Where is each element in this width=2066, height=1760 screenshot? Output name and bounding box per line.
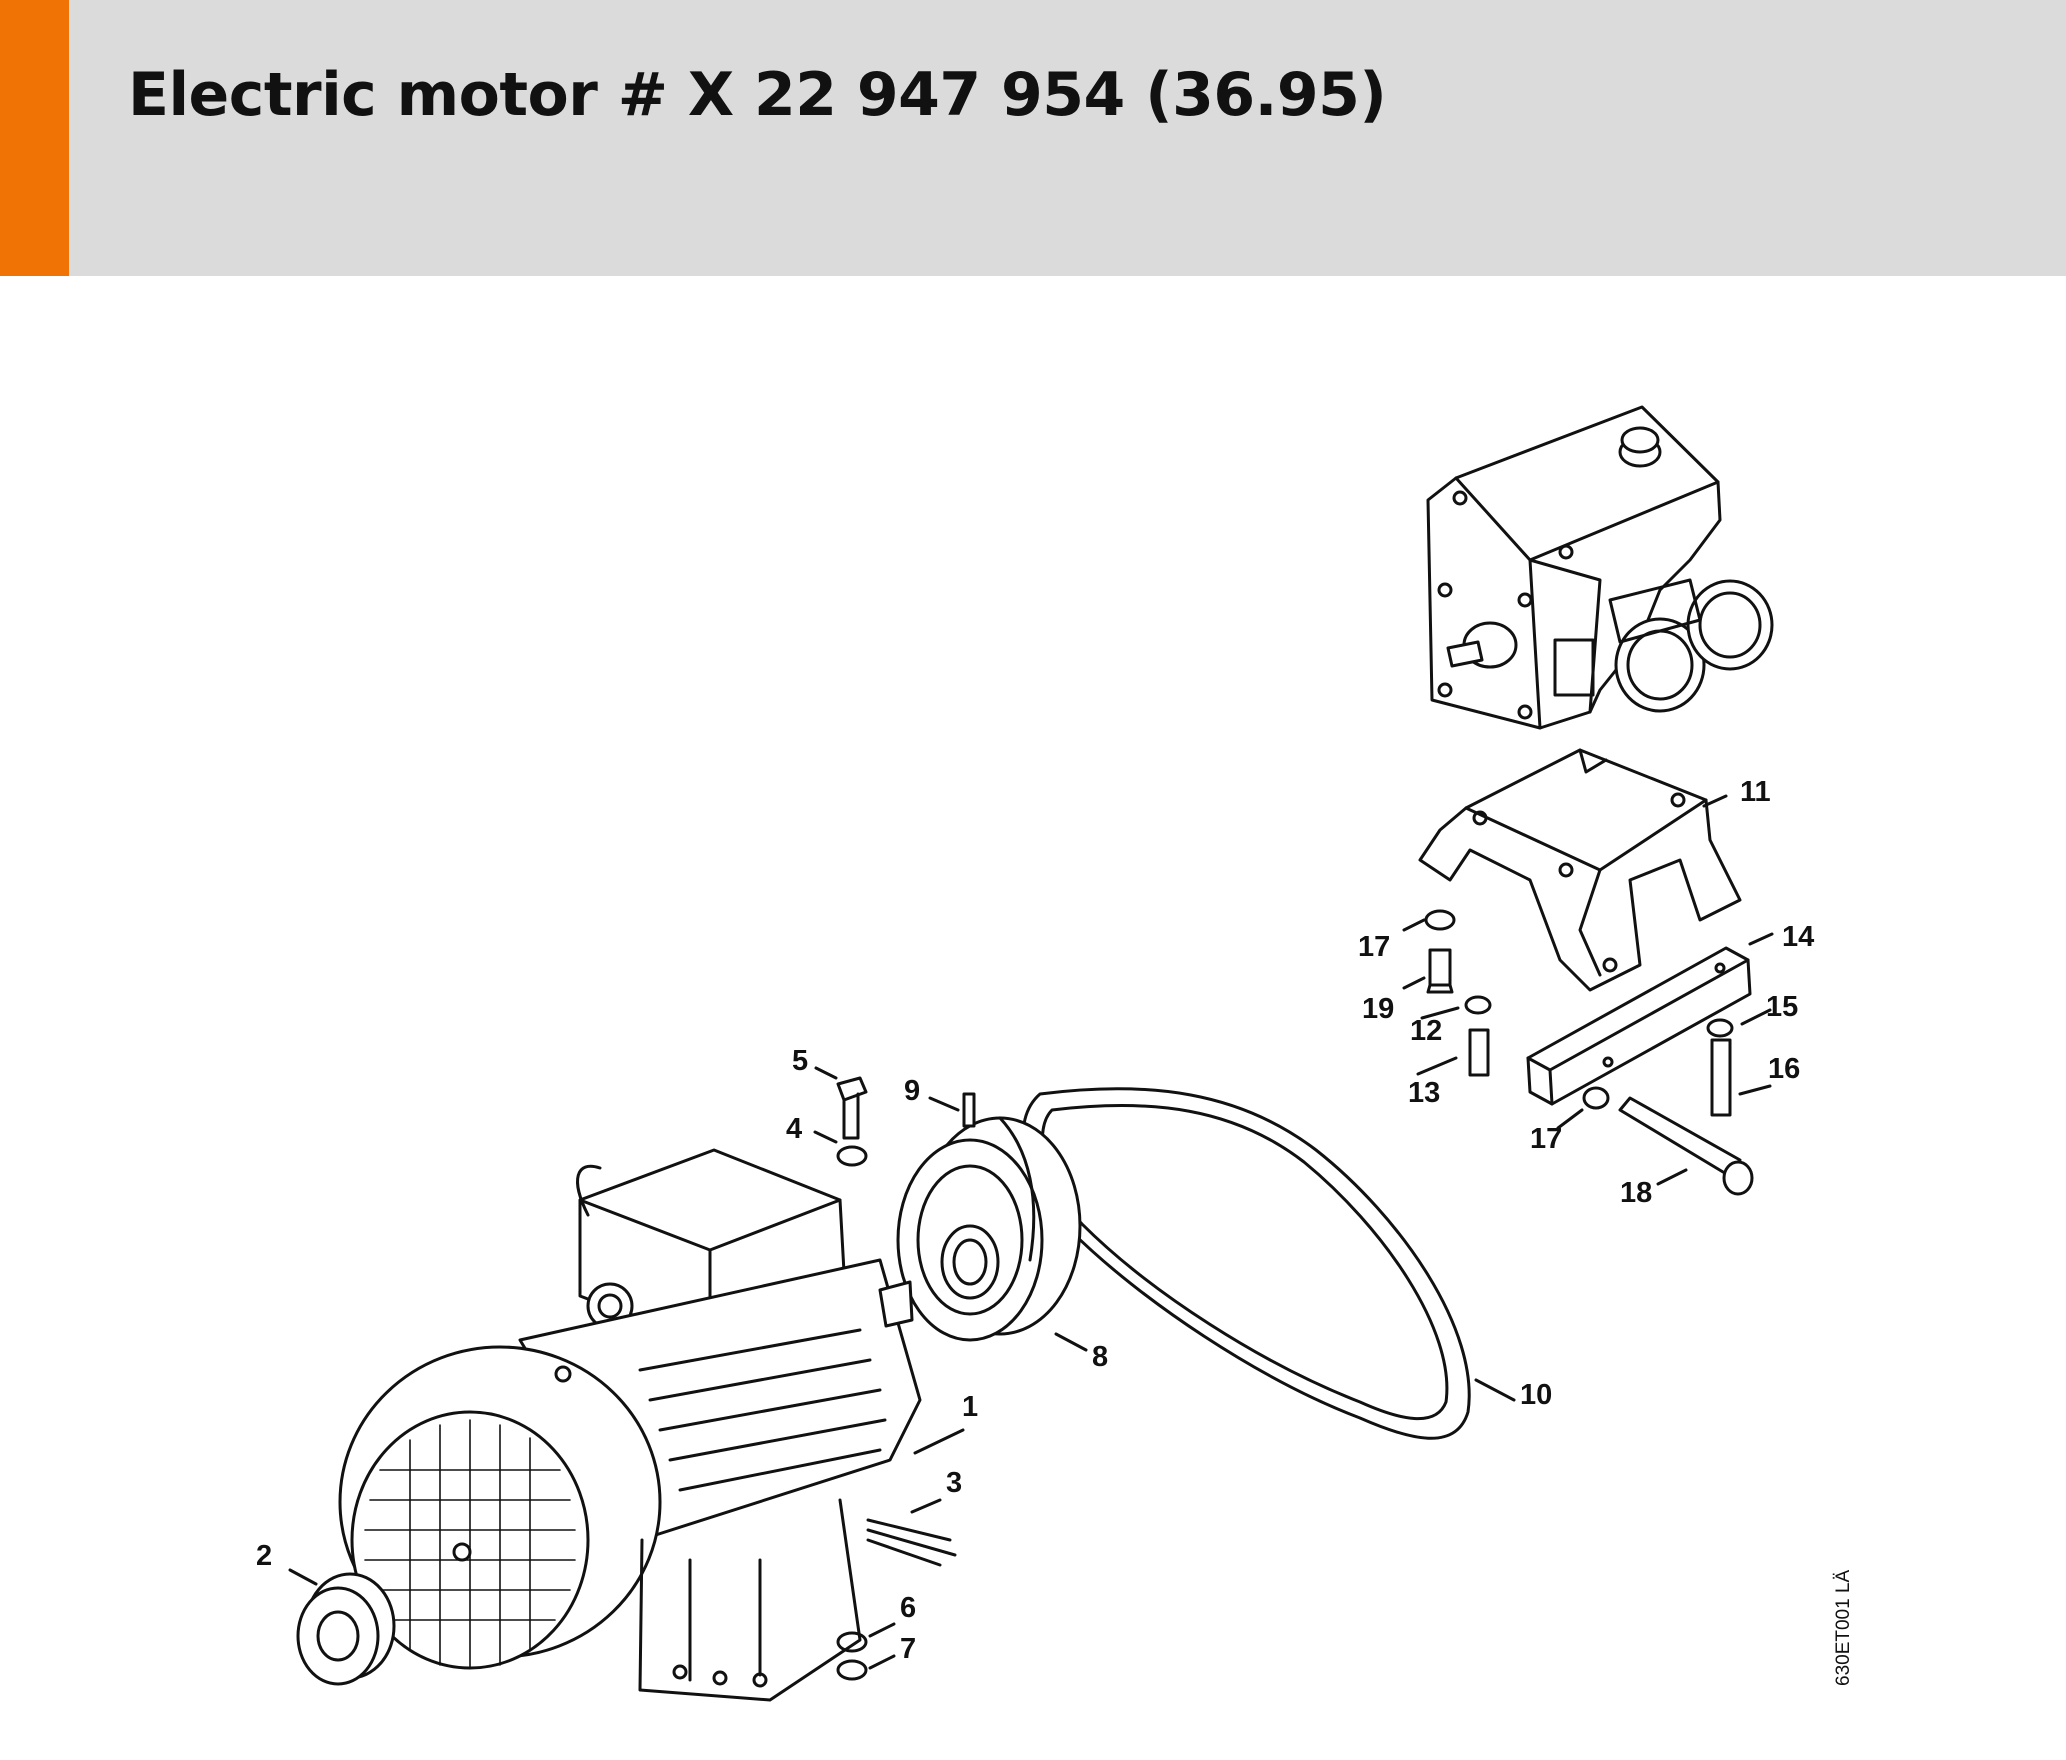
pulley-drawing <box>896 1116 1082 1342</box>
callout-16: 16 <box>1768 1053 1800 1085</box>
bearing-drawing <box>296 1572 396 1686</box>
callout-13: 13 <box>1408 1077 1440 1109</box>
bracket-drawing <box>1418 748 1742 992</box>
callout-1: 1 <box>962 1391 978 1423</box>
callout-2: 2 <box>256 1540 272 1572</box>
callout-5: 5 <box>792 1045 808 1077</box>
accent-bar <box>0 0 69 276</box>
callout-4: 4 <box>786 1113 802 1145</box>
drawing-reference-code: 630ET001 LÄ <box>1833 1569 1854 1686</box>
page-title: Electric motor # X 22 947 954 (36.95) <box>128 60 1387 130</box>
callout-10: 10 <box>1520 1379 1552 1411</box>
callout-3: 3 <box>946 1467 962 1499</box>
callout-19: 19 <box>1362 993 1394 1025</box>
callout-15: 15 <box>1766 991 1798 1023</box>
callout-18: 18 <box>1620 1177 1652 1209</box>
callout-11: 11 <box>1740 776 1771 808</box>
gearbox-drawing <box>1426 405 1774 730</box>
callout-6: 6 <box>900 1592 916 1624</box>
callout-14: 14 <box>1782 921 1814 953</box>
header-band: Electric motor # X 22 947 954 (36.95) <box>0 0 2066 276</box>
callout-12: 12 <box>1410 1015 1442 1047</box>
callout-8: 8 <box>1092 1341 1108 1373</box>
callout-17-upper: 17 <box>1358 931 1390 963</box>
v-belt-drawing <box>1021 1087 1471 1440</box>
callout-17-lower: 17 <box>1530 1123 1562 1155</box>
bar-drawing <box>1526 946 1752 1106</box>
electric-motor-drawing <box>338 1148 957 1702</box>
callout-9: 9 <box>904 1075 920 1107</box>
callout-7: 7 <box>900 1633 916 1665</box>
